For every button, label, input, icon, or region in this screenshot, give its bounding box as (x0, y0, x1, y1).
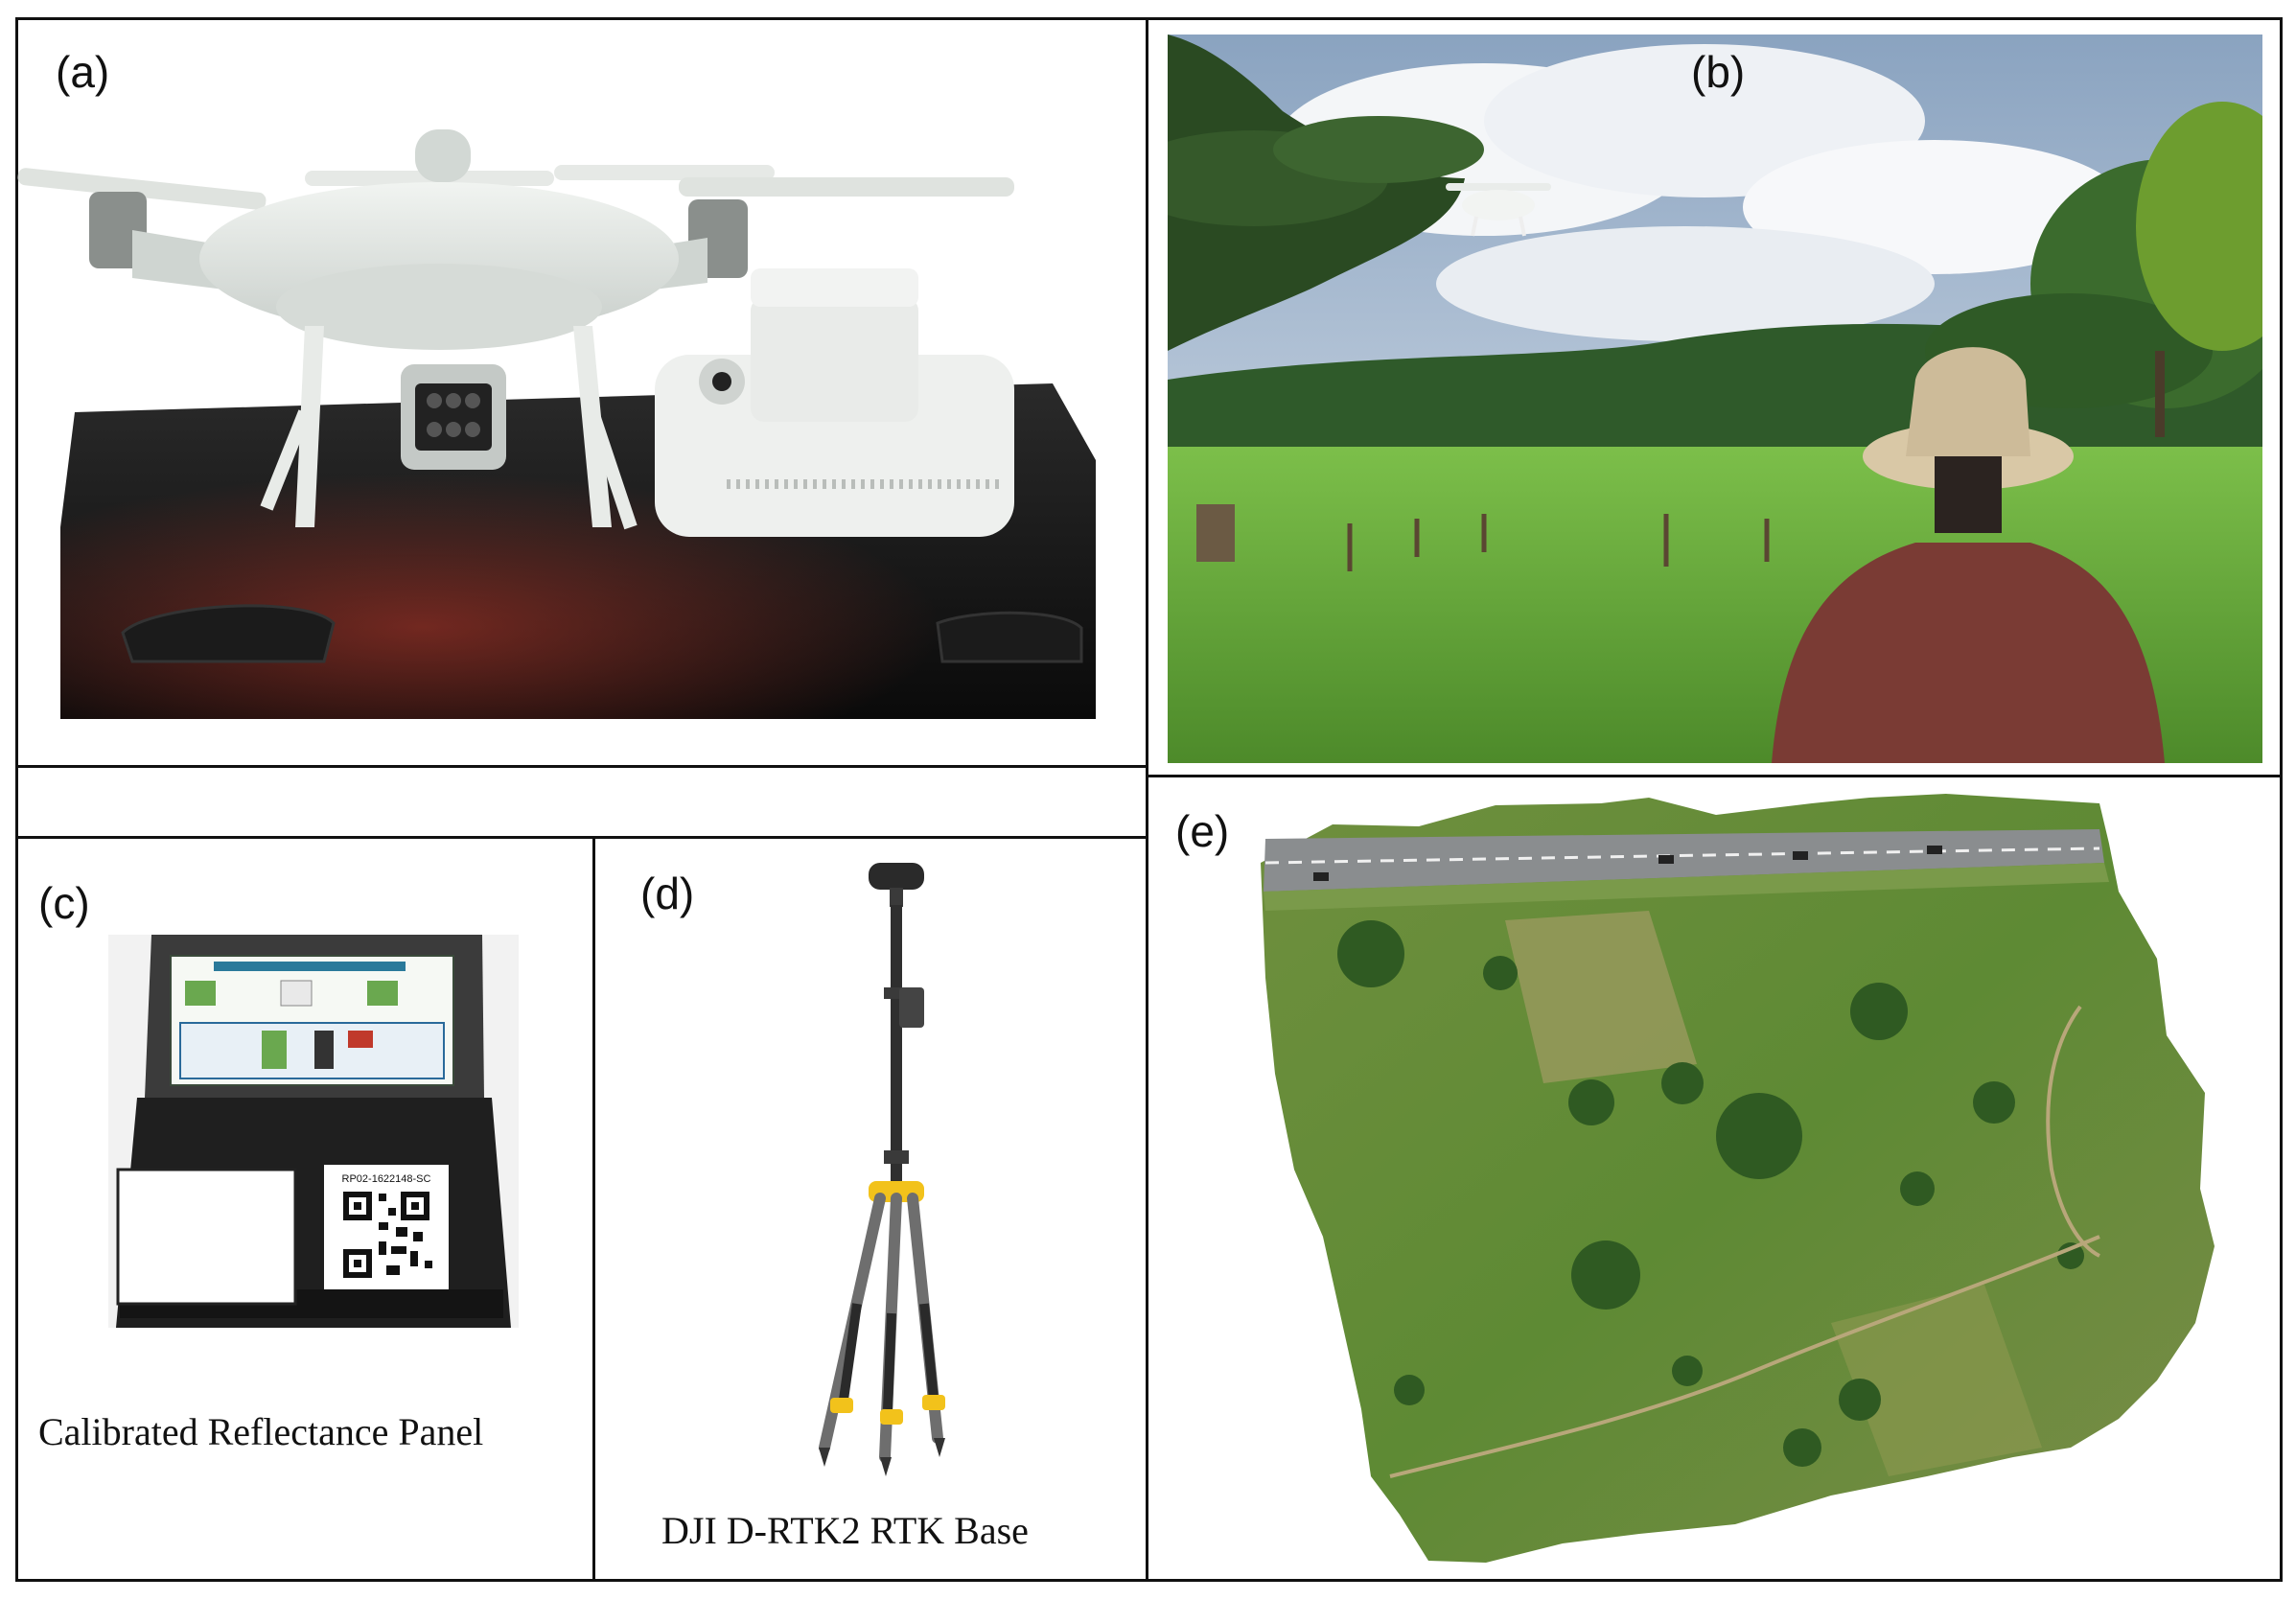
drone-icon (17, 129, 1014, 530)
panel-c-label: (c) (38, 878, 90, 928)
qr-code-icon (343, 1192, 432, 1278)
divider-horizontal-left-lower (15, 836, 1148, 839)
figure-frame (15, 17, 2283, 1582)
panel-a-photo (17, 129, 1096, 719)
panel-e-orthomosaic (1261, 794, 2215, 1563)
divider-vertical-main (1146, 17, 1148, 1582)
divider-horizontal-right (1146, 775, 2283, 777)
panel-serial-text: RP02-1622148-SC (342, 1173, 431, 1185)
panel-c-photo: RP02-1622148-SC (108, 935, 519, 1328)
panel-b-label: (b) (1691, 47, 1746, 97)
panel-d-caption: DJI D-RTK2 RTK Base (661, 1509, 1029, 1552)
divider-vertical-cd (592, 836, 595, 1582)
tripod-icon (819, 863, 945, 1476)
panel-b-photo (1168, 35, 2262, 763)
panel-c-caption: Calibrated Reflectance Panel (38, 1410, 484, 1453)
remote-controller-icon (655, 268, 1014, 537)
panel-d-label: (d) (640, 869, 695, 918)
panel-e-label: (e) (1175, 806, 1230, 856)
person-with-hat (1772, 347, 2165, 763)
divider-horizontal-top-left (15, 765, 1148, 768)
drone-icon (1446, 183, 1551, 237)
panel-a-label: (a) (56, 47, 110, 97)
